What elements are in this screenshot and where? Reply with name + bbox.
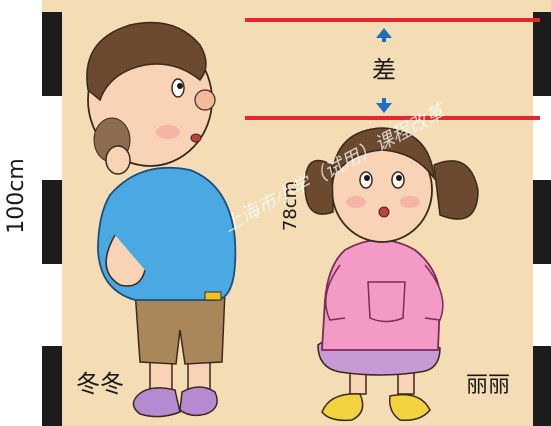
boy-name-label: 冬冬 [76,370,124,398]
left-ruler [42,12,62,426]
down-arrow-icon [376,103,392,113]
up-arrow-icon [376,28,392,38]
height-label-left: 100cm [4,158,29,234]
difference-label: 差 [372,56,396,84]
difference-arrows [376,28,392,113]
boy-character [86,21,237,418]
right-ruler [533,12,551,426]
girl-name-label: 丽丽 [466,373,510,398]
height-label-girl: 78cm [280,181,301,231]
girl-character [304,127,479,422]
